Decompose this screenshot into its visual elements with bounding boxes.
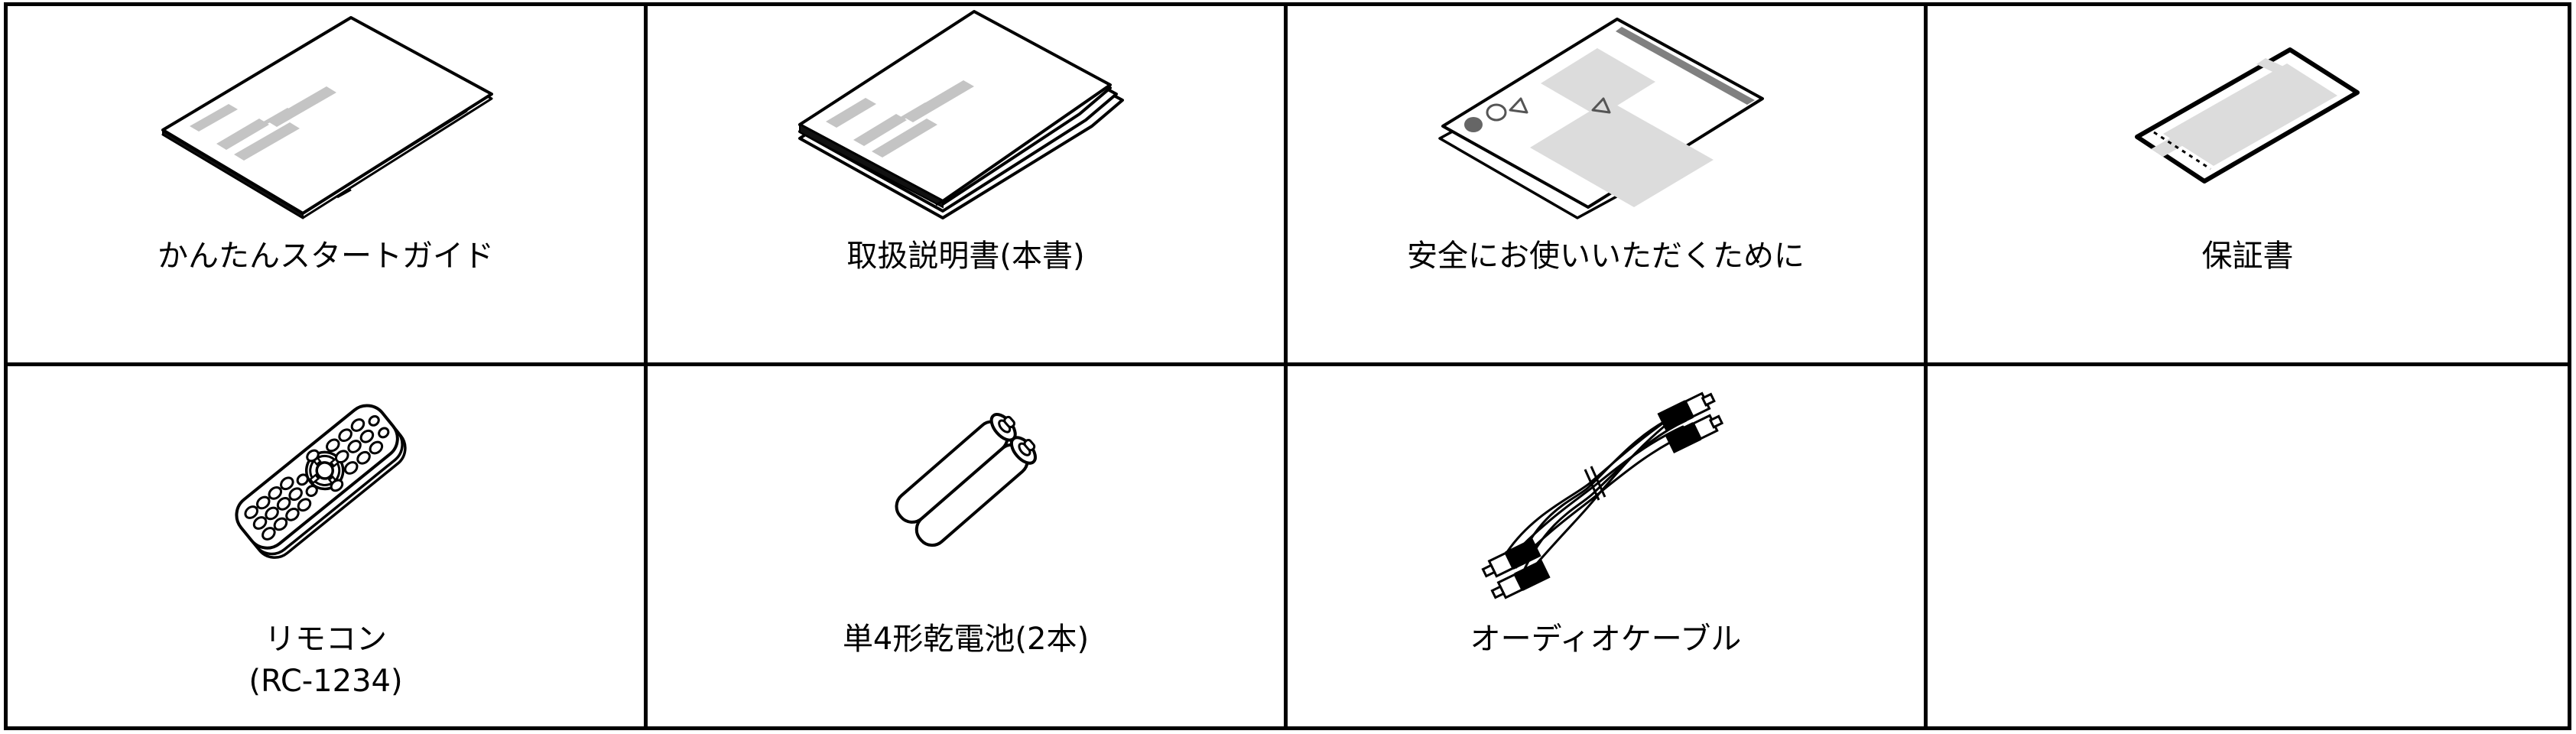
warranty-card-icon [1928,6,2568,235]
accessory-cell-safety-instructions: 安全にお使いいただくために [1288,6,1928,366]
accessory-cell-warranty-card: 保証書 [1928,6,2568,366]
accessory-cell-owners-manual: 取扱説明書(本書) [648,6,1288,366]
accessory-cell-audio-cable: オーディオケーブル [1288,366,1928,726]
accessory-caption: 安全にお使いいただくために [1407,239,1804,274]
accessory-cell-empty [1928,366,2568,726]
accessory-caption: リモコン (RC-1234) [249,622,403,699]
rca-audio-cable-icon [1288,366,1924,619]
accessory-caption: オーディオケーブル [1470,622,1742,657]
accessory-grid: かんたんスタートガイド [4,2,2571,730]
remote-control-icon [8,366,644,619]
accessory-cell-quick-start-guide: かんたんスタートガイド [8,6,648,366]
accessory-caption: かんたんスタートガイド [158,239,494,274]
booklet-single-sheet-icon [8,6,644,235]
accessory-cell-aaa-batteries: 単4形乾電池(2本) [648,366,1288,726]
accessory-caption: 保証書 [2201,239,2294,274]
aaa-battery-pair-icon [648,366,1284,619]
accessory-cell-remote-control: リモコン (RC-1234) [8,366,648,726]
safety-sheets-icon [1288,6,1924,235]
booklet-multi-page-icon [648,6,1284,235]
accessory-caption: 単4形乾電池(2本) [842,622,1090,657]
accessory-caption: 取扱説明書(本書) [846,239,1085,274]
